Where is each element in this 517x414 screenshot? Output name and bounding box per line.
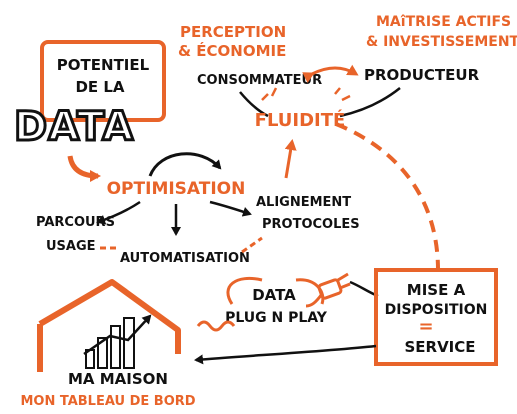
line-consommateur-fluidite: [239, 91, 269, 118]
perception-line2: & ÉCONOMIE: [178, 41, 286, 60]
arrow-optimisation-to-alignement: [209, 200, 252, 217]
fluidite-halo: [261, 87, 351, 102]
house-bar-chart: [83, 314, 152, 369]
house-roof: [37, 279, 181, 372]
data-plug-line1: DATA: [252, 286, 296, 304]
data-plug-line2: PLUG N PLAY: [225, 310, 328, 326]
alignement-line1: ALIGNEMENT: [256, 195, 351, 210]
plug-icon: [305, 272, 351, 308]
dash-automatisation-alignement: [241, 236, 263, 254]
fluidite-label: FLUIDITÉ: [255, 109, 346, 131]
line-producteur-fluidite: [339, 87, 401, 118]
mise-disposition-box: [374, 268, 498, 366]
maitrise-line1: MAîTRISE ACTIFS: [376, 14, 511, 30]
potentiel-title-line2: DE LA: [75, 78, 124, 96]
mise-line2: DISPOSITION: [385, 302, 488, 318]
maison-line1: MA MAISON: [68, 370, 168, 388]
maison-line2: MON TABLEAU DE BORD: [20, 394, 195, 409]
arrow-mise-to-maison: [194, 344, 377, 365]
parcours-line1: PARCOURS: [36, 215, 115, 230]
maitrise-line2: & INVESTISSEMENT: [366, 34, 517, 50]
mise-equals: =: [418, 316, 433, 337]
arrow-alignement-to-fluidite: [284, 139, 297, 179]
perception-line1: PERCEPTION: [180, 23, 286, 41]
dashed-fluidite-to-mise: [335, 122, 440, 271]
potentiel-title-line1: POTENTIEL: [57, 56, 150, 74]
automatisation-label: AUTOMATISATION: [120, 251, 250, 266]
potentiel-box: [40, 40, 166, 122]
data-big-word: DATA: [14, 104, 134, 150]
producteur-label: PRODUCTEUR: [364, 66, 480, 84]
optimisation-label: OPTIMISATION: [107, 179, 246, 199]
alignement-line2: PROTOCOLES: [262, 217, 360, 232]
arrow-consommateur-producteur: [302, 64, 359, 83]
arrow-data-to-optimisation: [67, 155, 101, 182]
consommateur-label: CONSOMMATEUR: [197, 73, 322, 88]
parcours-line2: USAGE: [46, 239, 96, 254]
plug-to-mise-line: [349, 280, 379, 298]
squiggle-house-to-plug: [196, 320, 236, 332]
optimisation-loop-arc: [148, 152, 222, 177]
mise-line3: SERVICE: [404, 338, 475, 356]
arrow-optimisation-to-parcours: [96, 200, 141, 225]
mise-line1: MISE A: [407, 281, 466, 299]
